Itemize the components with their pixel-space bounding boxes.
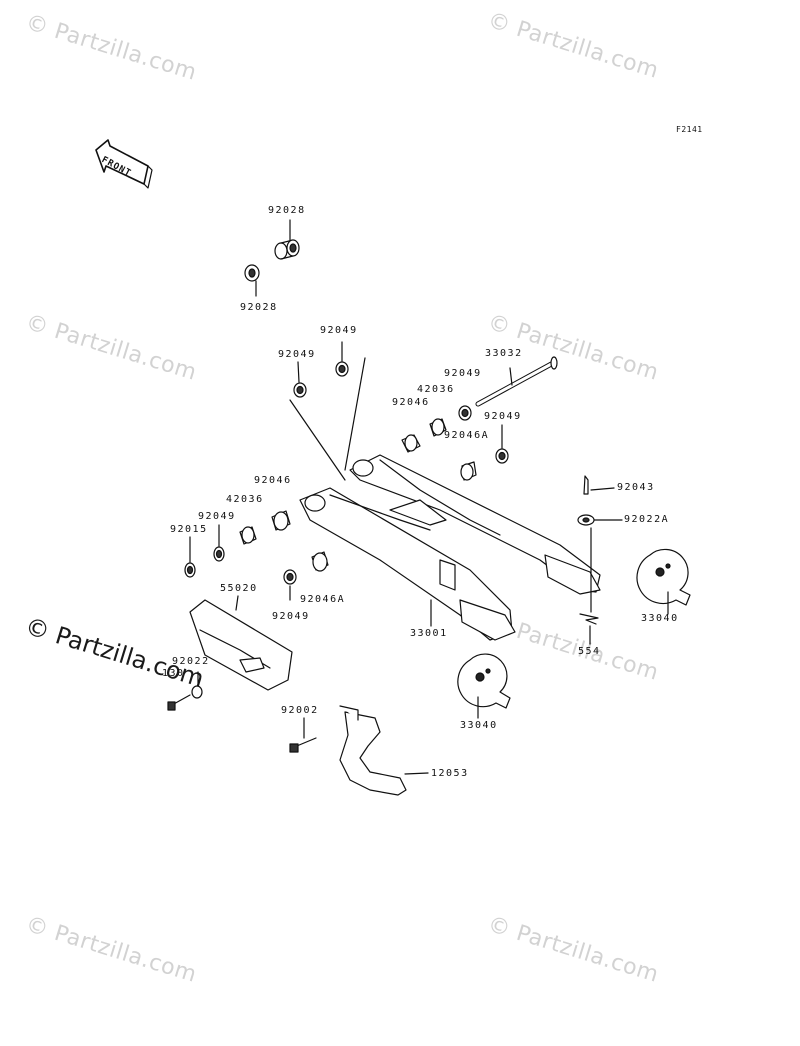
bolt-130-icon [167,671,203,711]
diagram-code: F2141 [676,125,703,134]
chain-adjuster-33040-icon [457,548,691,719]
part-label-33040: 33040 [460,720,498,731]
chain-slider-55020-icon [189,595,293,691]
part-label-92022: 92022 [172,656,210,667]
part-label-12053: 12053 [431,768,469,779]
part-label-92015: 92015 [170,524,208,535]
part-label-92049: 92049 [444,368,482,379]
part-label-55020: 55020 [220,583,258,594]
front-arrow-icon [95,139,153,189]
part-label-92049: 92049 [272,611,310,622]
swingarm-33001-icon [299,454,601,641]
part-label-42036: 42036 [226,494,264,505]
part-label-92049: 92049 [198,511,236,522]
part-label-33001: 33001 [410,628,448,639]
bushing-92028-top-icon [274,219,300,260]
part-label-92046: 92046 [392,397,430,408]
bearing-92046-icon [239,418,477,572]
part-label-92028: 92028 [268,205,306,216]
chain-guard-12053-icon [289,705,429,796]
part-label-92046A: 92046A [300,594,346,605]
seal-92049-icon [184,341,509,601]
part-label-92049: 92049 [278,349,316,360]
part-label-33040: 33040 [641,613,679,624]
bushing-92028-bottom-icon [244,264,260,297]
part-label-92028: 92028 [240,302,278,313]
part-label-33032: 33032 [485,348,523,359]
part-label-130: 130 [162,668,185,679]
part-label-42036: 42036 [417,384,455,395]
part-label-92043: 92043 [617,482,655,493]
part-label-92022A: 92022A [624,514,670,525]
part-label-92046: 92046 [254,475,292,486]
part-label-92002: 92002 [281,705,319,716]
part-label-92049: 92049 [320,325,358,336]
part-label-92049: 92049 [484,411,522,422]
part-label-554: 554 [578,646,601,657]
pivot-shaft-33032-icon [475,356,558,407]
part-label-92046A: 92046A [444,430,490,441]
